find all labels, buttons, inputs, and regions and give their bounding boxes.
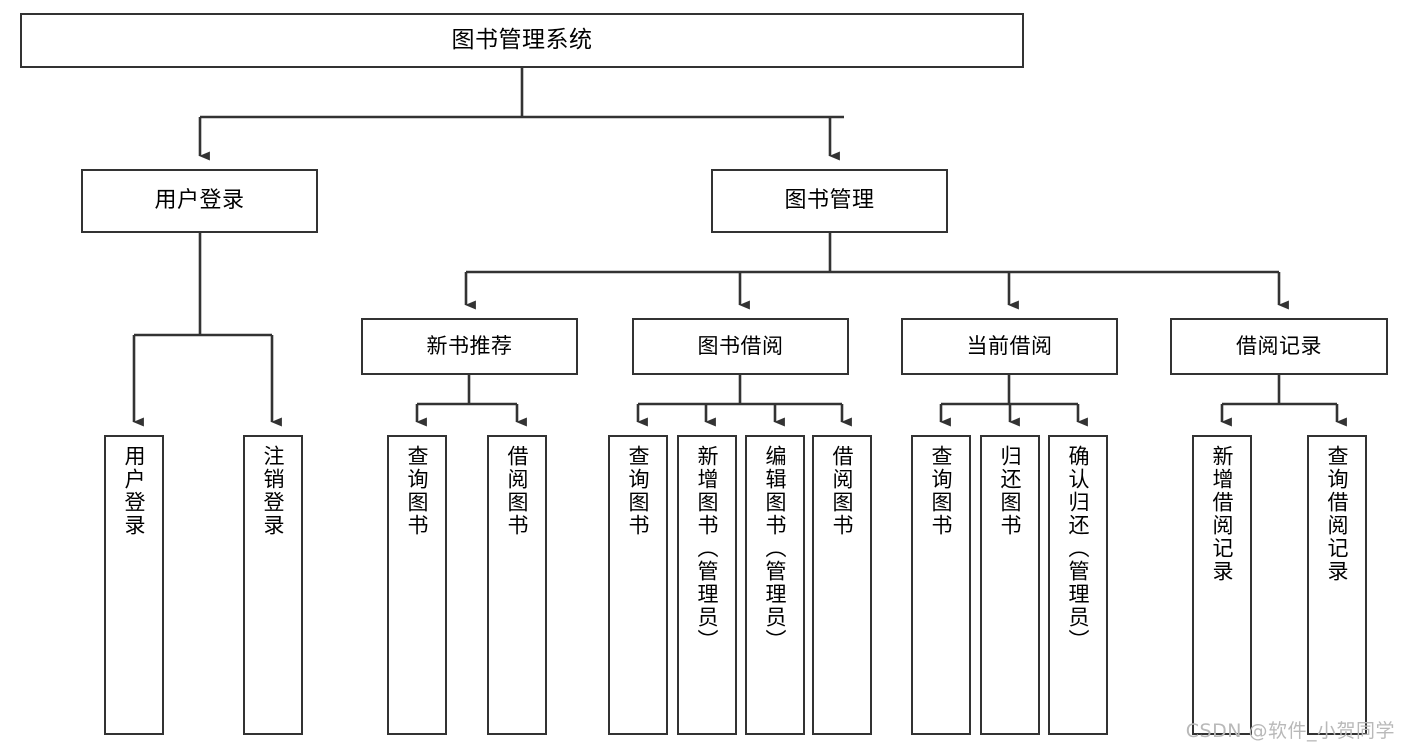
leaf-query-book-newbook[interactable]: 查询图书 (387, 435, 447, 735)
leaf-label: 查询借阅记录 (1325, 445, 1350, 583)
node-label: 图书管理系统 (451, 26, 593, 53)
node-label: 图书管理 (784, 187, 875, 213)
leaf-label: 注销登录 (261, 445, 286, 537)
leaf-user-login[interactable]: 用户登录 (104, 435, 164, 735)
node-label: 用户登录 (154, 187, 245, 213)
node-new-book-recommend[interactable]: 新书推荐 (361, 318, 578, 375)
node-current-borrow[interactable]: 当前借阅 (901, 318, 1118, 375)
leaf-query-book-borrow[interactable]: 查询图书 (608, 435, 668, 735)
leaf-label: 归还图书 (998, 445, 1023, 537)
leaf-label: 新增图书（管理员） (695, 445, 720, 652)
node-label: 新书推荐 (426, 333, 513, 358)
node-root-book-management-system[interactable]: 图书管理系统 (20, 13, 1024, 68)
node-book-management[interactable]: 图书管理 (711, 169, 948, 233)
leaf-label: 查询图书 (929, 445, 954, 537)
leaf-label: 借阅图书 (830, 445, 855, 537)
leaf-label: 借阅图书 (505, 445, 530, 537)
node-borrow-record[interactable]: 借阅记录 (1170, 318, 1388, 375)
leaf-query-book-current[interactable]: 查询图书 (911, 435, 971, 735)
leaf-borrow-book-newbook[interactable]: 借阅图书 (487, 435, 547, 735)
leaf-return-book[interactable]: 归还图书 (980, 435, 1040, 735)
leaf-label: 确认归还（管理员） (1066, 445, 1091, 652)
leaf-label: 查询图书 (626, 445, 651, 537)
leaf-confirm-return-admin[interactable]: 确认归还（管理员） (1048, 435, 1108, 735)
leaf-query-borrow-record[interactable]: 查询借阅记录 (1307, 435, 1367, 735)
leaf-label: 查询图书 (405, 445, 430, 537)
leaf-borrow-book[interactable]: 借阅图书 (812, 435, 872, 735)
node-label: 图书借阅 (697, 333, 784, 358)
leaf-add-borrow-record[interactable]: 新增借阅记录 (1192, 435, 1252, 735)
leaf-edit-book-admin[interactable]: 编辑图书（管理员） (745, 435, 805, 735)
leaf-logout-login[interactable]: 注销登录 (243, 435, 303, 735)
leaf-label: 用户登录 (122, 445, 147, 537)
node-label: 借阅记录 (1236, 333, 1322, 358)
csdn-watermark: CSDN @软件_小贺同学 (1185, 720, 1395, 742)
leaf-label: 新增借阅记录 (1210, 445, 1235, 583)
leaf-label: 编辑图书（管理员） (763, 445, 788, 652)
leaf-add-book-admin[interactable]: 新增图书（管理员） (677, 435, 737, 735)
node-user-login[interactable]: 用户登录 (81, 169, 318, 233)
node-label: 当前借阅 (966, 333, 1053, 358)
node-book-borrow[interactable]: 图书借阅 (632, 318, 849, 375)
